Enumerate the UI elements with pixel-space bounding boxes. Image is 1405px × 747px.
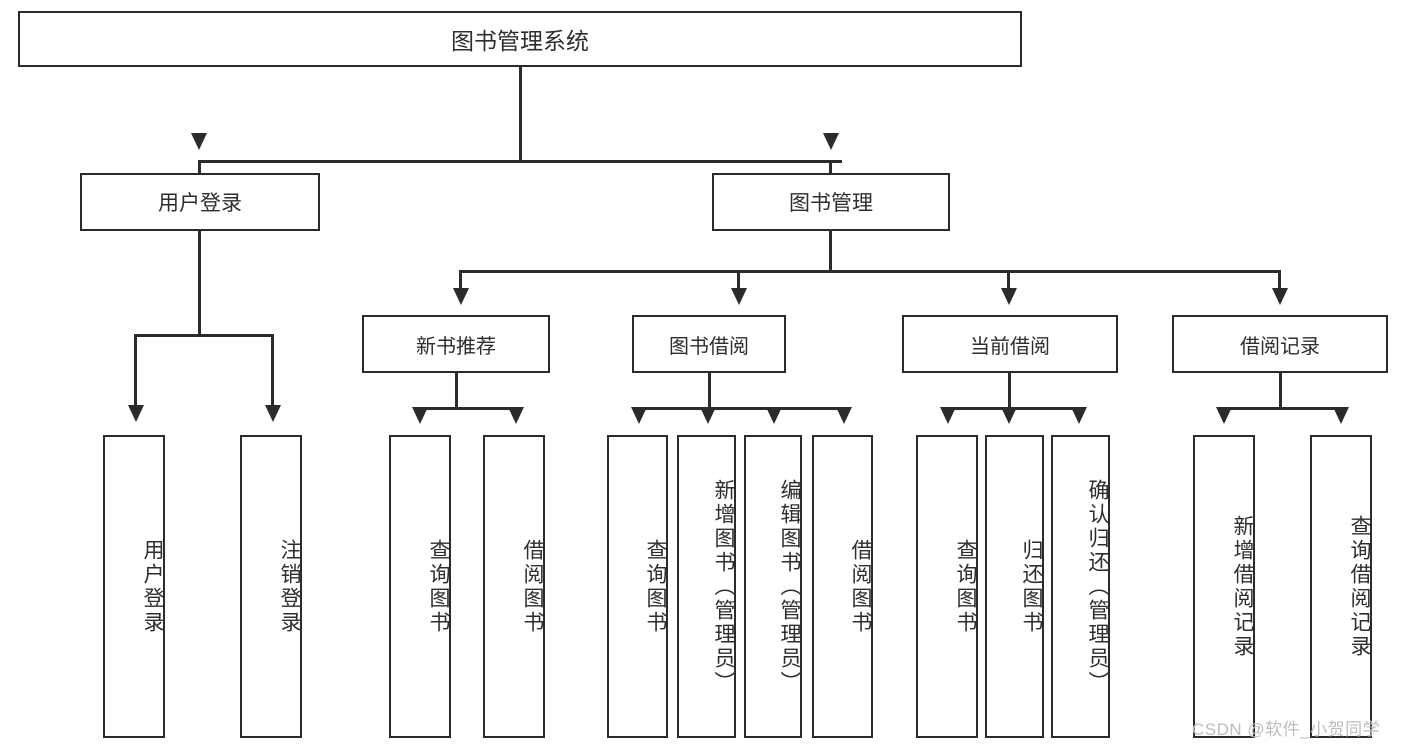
edge-new-book-bus: [418, 407, 516, 410]
node-label: 用户登录: [158, 192, 242, 215]
node-label: 编辑图书（管理员）: [778, 478, 801, 695]
leaf-query-borrow-record[interactable]: 查询借阅记录: [1310, 435, 1372, 738]
leaf-borrow-book-2[interactable]: 借阅图书: [812, 435, 873, 738]
node-label: 图书管理: [789, 192, 873, 215]
arrow-book-borrow-to-add: [700, 407, 716, 424]
arrow-current-borrow-to-query: [940, 407, 956, 424]
arrow-bm-to-new-book-recommend: [453, 288, 469, 305]
arrow-bm-to-current-borrow: [1001, 288, 1017, 305]
node-book-management[interactable]: 图书管理: [712, 173, 950, 231]
leaf-query-book-1[interactable]: 查询图书: [389, 435, 451, 738]
arrow-user-login-to-leaf-user-login: [128, 405, 144, 422]
node-user-login[interactable]: 用户登录: [80, 173, 320, 231]
node-label: 借阅图书: [521, 538, 544, 635]
edge-new-book-stem: [455, 373, 458, 409]
node-label: 当前借阅: [970, 335, 1050, 358]
arrow-borrow-record-to-query: [1333, 407, 1349, 424]
node-label: 归还图书: [1020, 538, 1043, 635]
arrow-bm-to-borrow-record: [1272, 288, 1288, 305]
edge-book-management-bus: [459, 270, 1281, 273]
edge-user-login-bus: [134, 334, 274, 337]
leaf-confirm-return[interactable]: 确认归还（管理员）: [1051, 435, 1110, 738]
edge-bm-to-current-borrow: [1007, 270, 1010, 292]
node-label: 用户登录: [141, 538, 164, 635]
edge-book-management-stem: [829, 231, 832, 272]
edge-bm-to-new-book: [459, 270, 462, 292]
arrow-current-borrow-to-confirm: [1071, 407, 1087, 424]
arrow-user-login-to-leaf-logout: [265, 405, 281, 422]
node-label: 确认归还（管理员）: [1086, 478, 1109, 695]
csdn-watermark: CSDN @软件_小贺同学: [1192, 720, 1381, 739]
node-root-system[interactable]: 图书管理系统: [18, 11, 1022, 67]
arrow-book-borrow-to-borrow: [836, 407, 852, 424]
node-label: 查询借阅记录: [1348, 514, 1371, 659]
leaf-add-book[interactable]: 新增图书（管理员）: [677, 435, 736, 738]
edge-borrow-record-stem: [1279, 373, 1282, 409]
node-new-book-recommend[interactable]: 新书推荐: [362, 315, 550, 373]
node-label: 借阅记录: [1240, 335, 1320, 358]
node-label: 查询图书: [427, 538, 450, 635]
leaf-query-book-3[interactable]: 查询图书: [916, 435, 978, 738]
edge-current-borrow-stem: [1008, 373, 1011, 409]
edge-root-to-user-login: [198, 160, 201, 180]
node-label: 图书管理系统: [451, 28, 589, 54]
edge-book-borrow-stem: [708, 373, 711, 409]
arrow-new-book-to-borrow: [508, 407, 524, 424]
edge-user-login-right: [271, 334, 274, 409]
node-book-borrow[interactable]: 图书借阅: [632, 315, 786, 373]
edge-bm-to-book-borrow: [737, 270, 740, 292]
arrow-book-borrow-to-edit: [766, 407, 782, 424]
edge-book-borrow-bus: [637, 407, 845, 410]
node-current-borrow[interactable]: 当前借阅: [902, 315, 1118, 373]
edge-borrow-record-bus: [1222, 407, 1340, 410]
node-label: 新书推荐: [416, 335, 496, 358]
edge-user-login-stem: [198, 231, 201, 336]
node-label: 借阅图书: [849, 538, 872, 635]
node-label: 注销登录: [278, 538, 301, 635]
edge-bm-to-borrow-record: [1278, 270, 1281, 292]
leaf-add-borrow-record[interactable]: 新增借阅记录: [1193, 435, 1255, 738]
arrow-book-borrow-to-query: [631, 407, 647, 424]
leaf-logout-login[interactable]: 注销登录: [240, 435, 302, 738]
edge-root-to-book-management: [829, 160, 832, 180]
arrow-root-to-user-login: [191, 133, 207, 150]
leaf-edit-book[interactable]: 编辑图书（管理员）: [744, 435, 802, 738]
arrow-root-to-book-management: [823, 133, 839, 150]
node-label: 图书借阅: [669, 335, 749, 358]
edge-root-bus: [198, 160, 842, 163]
arrow-new-book-to-query: [412, 407, 428, 424]
leaf-return-book[interactable]: 归还图书: [985, 435, 1044, 738]
arrow-bm-to-book-borrow: [731, 288, 747, 305]
arrow-current-borrow-to-return: [1001, 407, 1017, 424]
leaf-user-login[interactable]: 用户登录: [103, 435, 165, 738]
edge-user-login-left: [134, 334, 137, 409]
leaf-borrow-book-1[interactable]: 借阅图书: [483, 435, 545, 738]
arrow-borrow-record-to-add: [1216, 407, 1232, 424]
node-label: 新增借阅记录: [1231, 514, 1254, 659]
leaf-query-book-2[interactable]: 查询图书: [607, 435, 668, 738]
node-borrow-record[interactable]: 借阅记录: [1172, 315, 1388, 373]
edge-root-stem: [519, 67, 522, 162]
node-label: 新增图书（管理员）: [712, 478, 735, 695]
node-label: 查询图书: [954, 538, 977, 635]
node-label: 查询图书: [644, 538, 667, 635]
